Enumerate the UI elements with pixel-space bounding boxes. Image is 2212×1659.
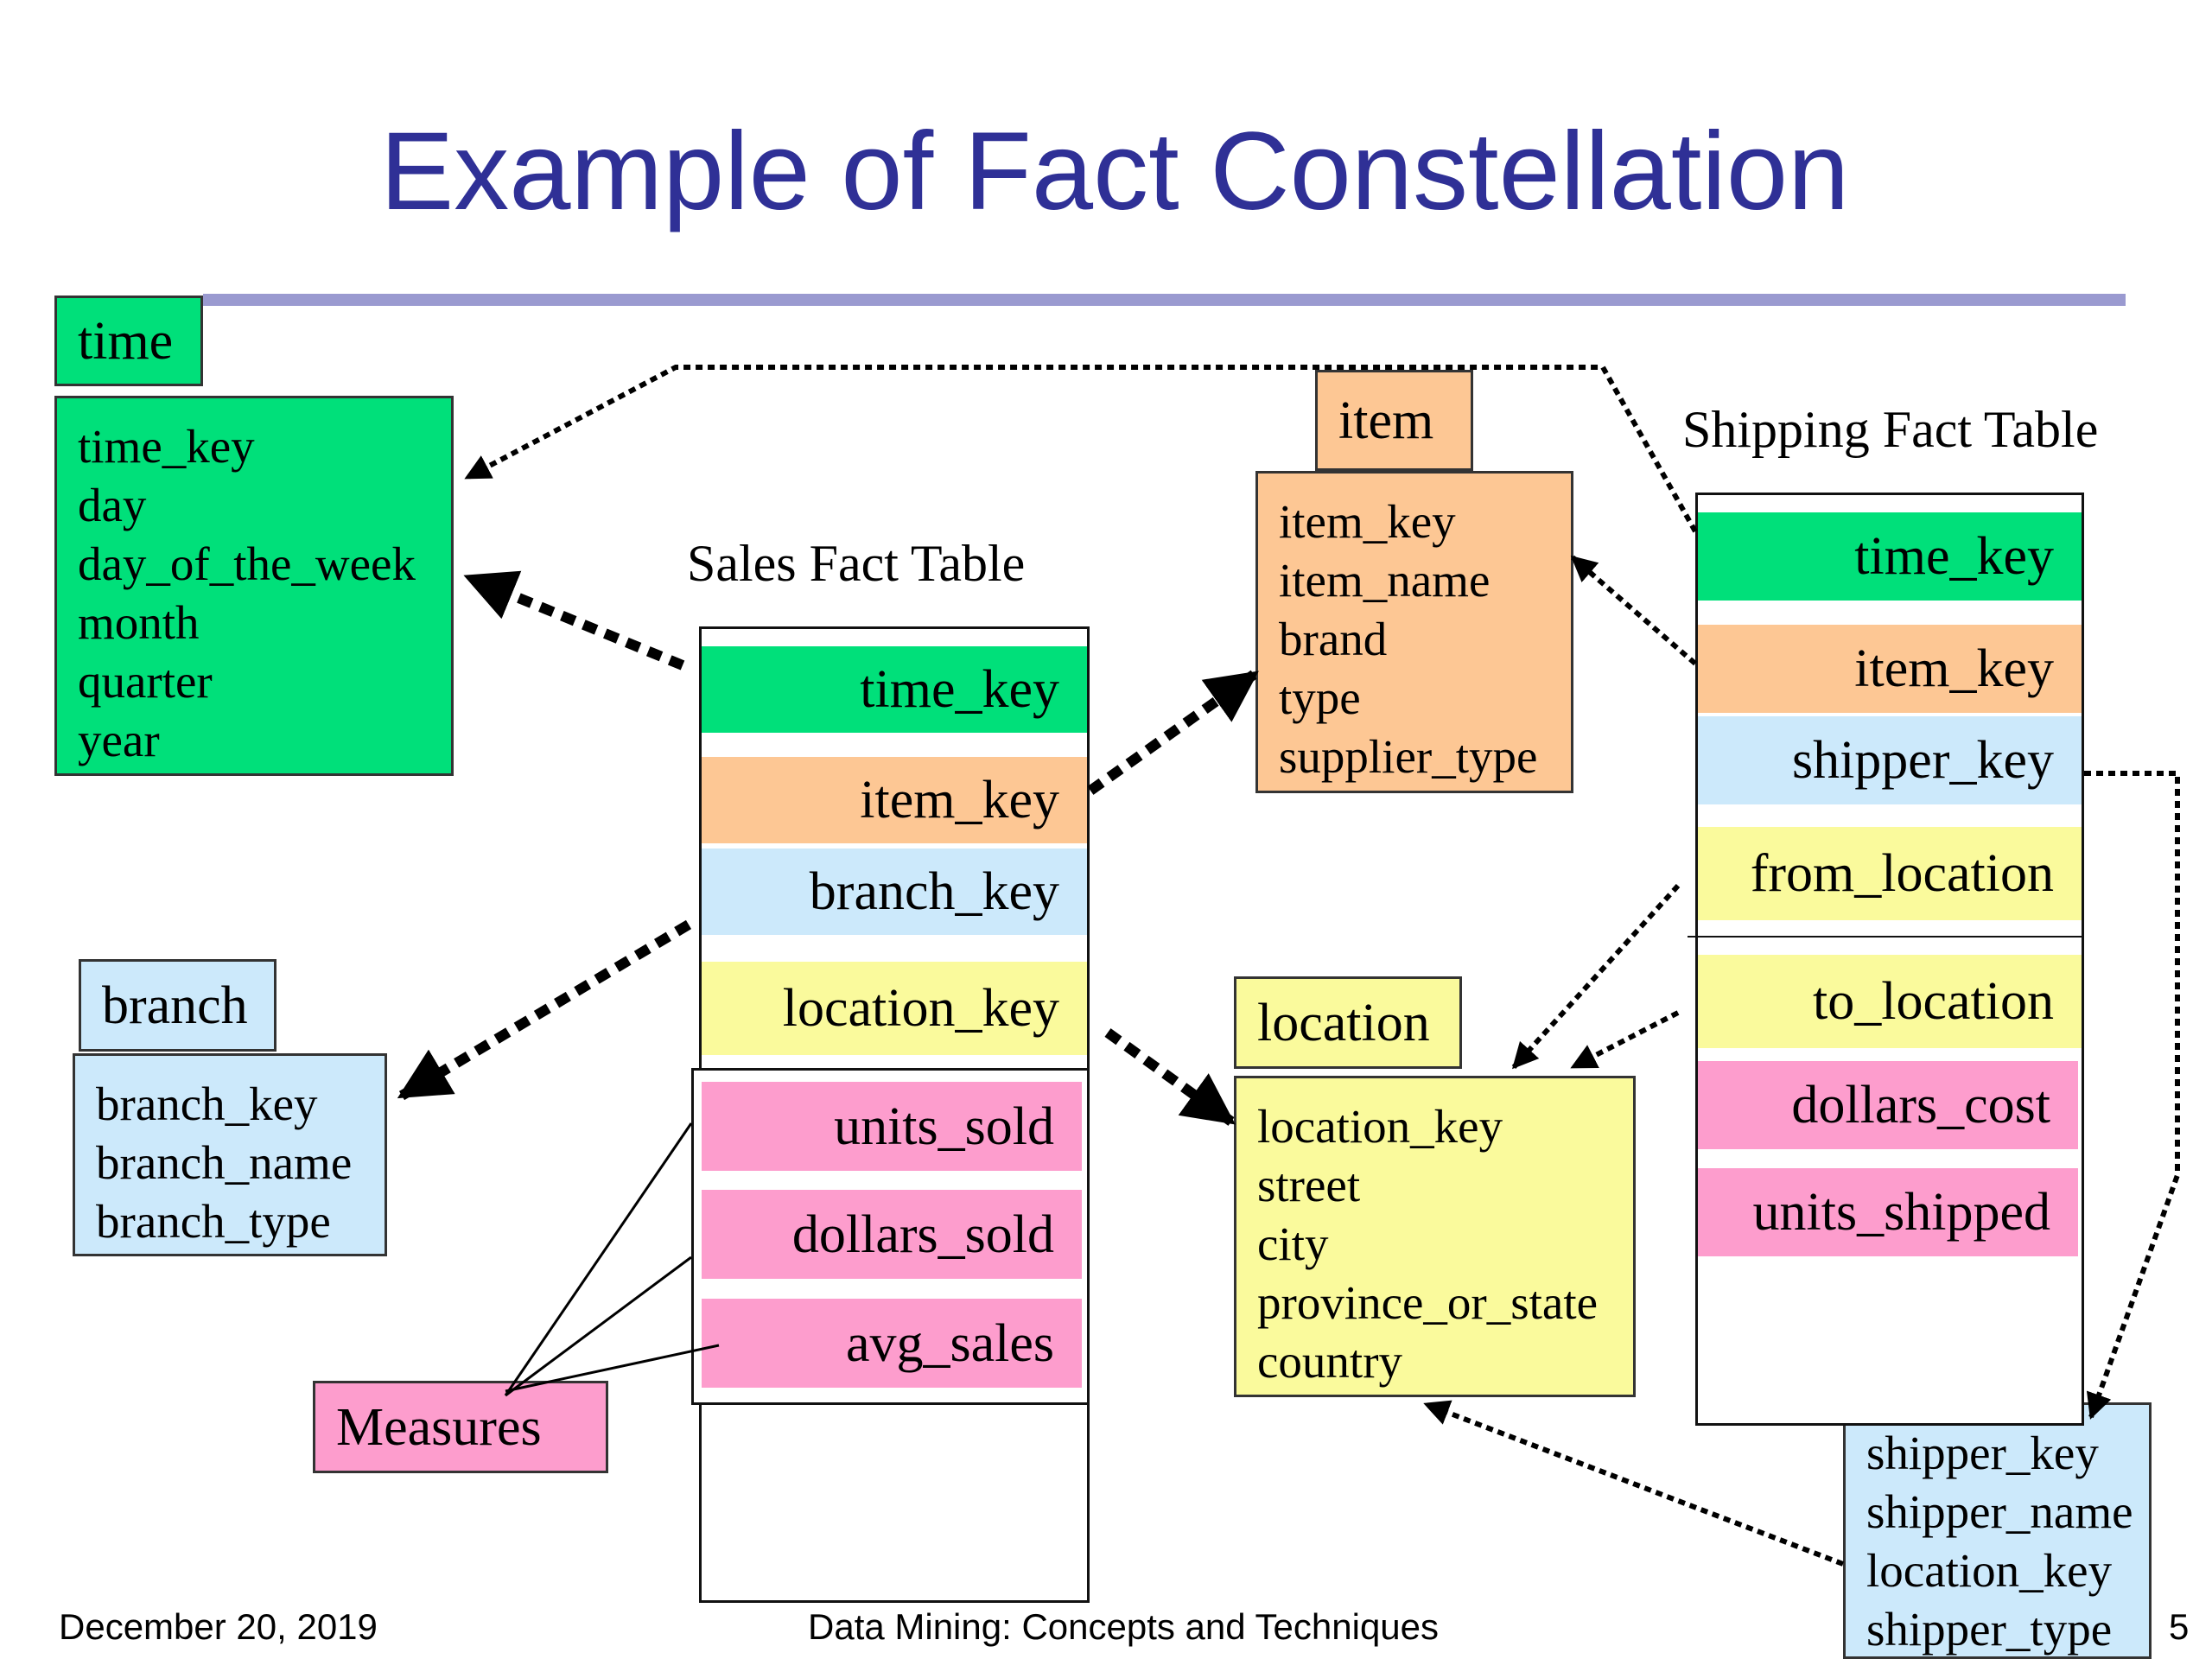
shipper-dimension-attributes: shipper_key shipper_name location_key sh… [1843, 1402, 2152, 1659]
sales-dollars-sold: dollars_sold [702, 1190, 1082, 1279]
branch-dimension-attributes: branch_key branch_name branch_type [73, 1053, 387, 1256]
shipping-fact-heading: Shipping Fact Table [1682, 401, 2099, 458]
arrow-shipping-item [1570, 555, 1697, 666]
item-attr: type [1279, 671, 1361, 724]
shipping-shipper-key: shipper_key [1698, 716, 2082, 804]
shipper-attr: shipper_type [1866, 1603, 2113, 1656]
time-attr: day [78, 479, 147, 531]
footer-page-number: 5 [2169, 1606, 2190, 1647]
item-attr: item_name [1279, 554, 1491, 607]
sales-units-sold: units_sold [702, 1082, 1082, 1171]
footer-course: Data Mining: Concepts and Techniques [808, 1606, 1440, 1647]
shipper-attr: location_key [1866, 1544, 2113, 1597]
branch-attr: branch_name [96, 1136, 353, 1189]
arrow-shipping-from-location [1511, 883, 1681, 1070]
arrow-shipping-shipper [2084, 771, 2180, 1420]
branch-attr: branch_key [96, 1077, 318, 1130]
location-attr: location_key [1257, 1100, 1503, 1153]
time-dimension-label: time [54, 296, 203, 386]
time-attr: day_of_the_week [78, 537, 416, 590]
branch-dimension-label: branch [79, 959, 276, 1052]
location-attr: street [1257, 1159, 1361, 1211]
location-dimension-attributes: location_key street city province_or_sta… [1234, 1076, 1636, 1397]
arrow-sales-item [1087, 670, 1259, 795]
arrow-shipper-location [1423, 1400, 1845, 1567]
sales-fact-heading: Sales Fact Table [687, 535, 1026, 592]
item-dimension-label: item [1315, 370, 1473, 471]
location-attr: province_or_state [1257, 1276, 1599, 1329]
shipping-from-location: from_location [1698, 827, 2082, 920]
sales-time-key: time_key [702, 646, 1087, 733]
time-attr: month [78, 596, 200, 649]
sales-branch-key: branch_key [702, 849, 1087, 935]
location-attr: city [1257, 1217, 1329, 1270]
measures-line-avg [505, 1344, 720, 1393]
measures-label: Measures [313, 1381, 608, 1473]
location-attr: country [1257, 1335, 1403, 1388]
measures-line-units [504, 1122, 693, 1396]
arrow-sales-location [1104, 1028, 1236, 1126]
time-attr: year [78, 714, 160, 766]
item-dimension-attributes: item_key item_name brand type supplier_t… [1255, 471, 1573, 793]
shipping-divider [1688, 936, 2084, 938]
arrow-shipping-time [464, 365, 1698, 533]
title-rule [203, 294, 2126, 306]
time-dimension-attributes: time_key day day_of_the_week month quart… [54, 396, 454, 776]
arrow-shipping-to-location [1570, 1010, 1680, 1070]
item-attr: brand [1279, 613, 1388, 665]
shipping-item-key: item_key [1698, 625, 2082, 713]
footer-date: December 20, 2019 [59, 1606, 378, 1647]
shipping-to-location: to_location [1698, 955, 2082, 1048]
measures-line-dollars [505, 1255, 692, 1397]
time-attr: quarter [78, 655, 213, 708]
branch-attr: branch_type [96, 1195, 331, 1248]
shipping-units-shipped: units_shipped [1698, 1168, 2078, 1256]
sales-location-key: location_key [702, 962, 1087, 1055]
location-dimension-label: location [1234, 976, 1462, 1069]
item-attr: supplier_type [1279, 730, 1538, 783]
shipping-time-key: time_key [1698, 512, 2082, 601]
time-attr: time_key [78, 420, 255, 473]
shipping-dollars-cost: dollars_cost [1698, 1061, 2078, 1149]
shipper-attr: shipper_key [1866, 1427, 2099, 1479]
shipper-attr: shipper_name [1866, 1485, 2133, 1538]
item-attr: item_key [1279, 495, 1456, 548]
arrow-sales-time [463, 570, 685, 671]
page-title: Example of Fact Constellation [379, 110, 1850, 233]
arrow-sales-branch [397, 919, 692, 1101]
sales-item-key: item_key [702, 757, 1087, 843]
sales-avg-sales: avg_sales [702, 1299, 1082, 1388]
